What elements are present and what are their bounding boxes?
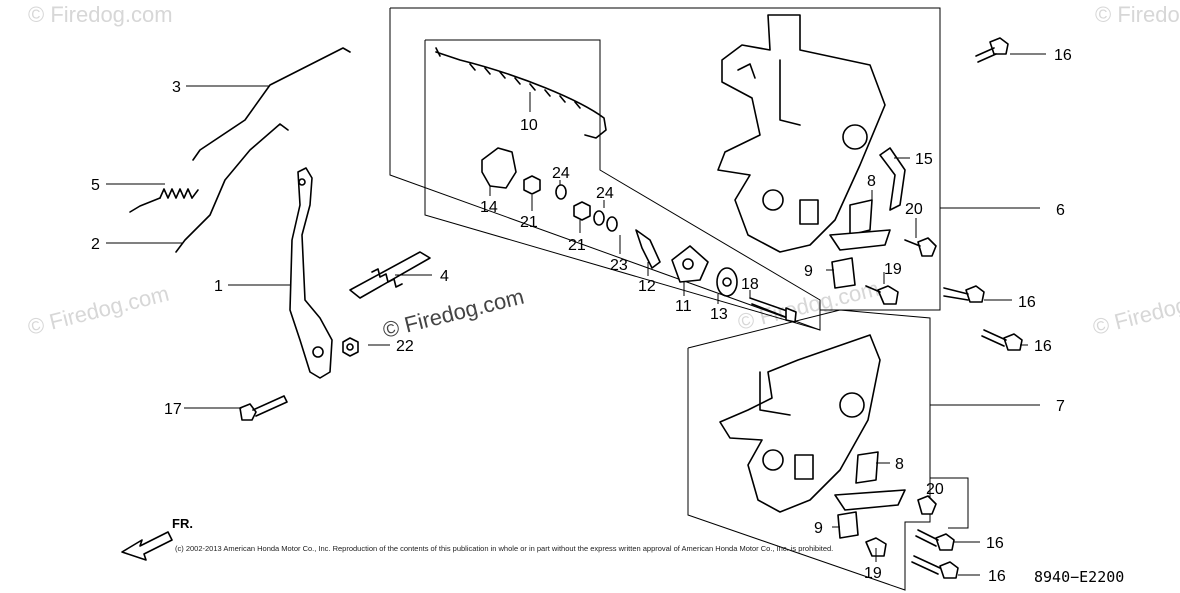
spring-part-5 — [129, 188, 199, 213]
callout-labels: 1 2 3 4 5 6 7 8 8 9 9 10 11 12 13 14 15 … — [91, 47, 1072, 585]
control-plate-part-6 — [717, 14, 886, 253]
callout-4: 4 — [440, 268, 449, 285]
copyright-notice: (c) 2002-2013 American Honda Motor Co., … — [175, 544, 833, 553]
callout-16-b: 16 — [1018, 294, 1036, 311]
watermark-mid-left: © Firedog.com — [25, 281, 171, 340]
control-plate-part-7 — [719, 334, 881, 513]
callout-16-c: 16 — [1034, 338, 1052, 355]
callout-8-lower: 8 — [895, 456, 904, 473]
callout-16-a: 16 — [1054, 47, 1072, 64]
watermark-center: © Firedog.com — [380, 284, 526, 343]
callout-9-upper: 9 — [804, 263, 813, 280]
spring-part-4 — [349, 251, 431, 299]
front-direction-label: FR. — [172, 516, 193, 531]
callout-7: 7 — [1056, 398, 1065, 415]
front-direction-arrow: FR. — [121, 516, 193, 561]
callout-10: 10 — [520, 117, 538, 134]
lever-part-1 — [289, 167, 333, 379]
rod-part-2 — [175, 123, 289, 253]
callout-3: 3 — [172, 79, 181, 96]
bolt-part-18 — [749, 297, 797, 323]
callout-17: 17 — [164, 401, 182, 418]
leader-lines — [106, 53, 1046, 576]
brackets-12-11-13 — [635, 229, 738, 297]
callout-12: 12 — [638, 278, 656, 295]
callout-16-e: 16 — [988, 568, 1006, 585]
callout-11: 11 — [675, 298, 692, 315]
callout-2: 2 — [91, 236, 100, 253]
callout-20-lower: 20 — [926, 481, 944, 498]
callout-21-b: 21 — [568, 237, 586, 254]
knob-part-14 — [481, 147, 517, 189]
callout-13: 13 — [710, 306, 728, 323]
callout-21-a: 21 — [520, 214, 538, 231]
callout-20-upper: 20 — [905, 201, 923, 218]
callout-24-a: 24 — [552, 165, 570, 182]
callout-19-upper: 19 — [884, 261, 902, 278]
nut-part-22 — [342, 337, 359, 357]
parts-8-9-19-20-lower — [834, 451, 937, 557]
watermark-mid-right: © Firedog.com — [1090, 281, 1180, 340]
nuts-and-washers — [523, 175, 618, 232]
frame-subassembly-inner — [424, 39, 821, 331]
bolt-part-17 — [239, 395, 288, 421]
callout-15: 15 — [915, 151, 933, 168]
callout-14: 14 — [480, 199, 498, 216]
callout-8-upper: 8 — [867, 173, 876, 190]
callout-5: 5 — [91, 177, 100, 194]
callout-23: 23 — [610, 257, 628, 274]
callout-24-b: 24 — [596, 185, 614, 202]
part-15 — [879, 147, 906, 211]
callout-16-d: 16 — [986, 535, 1004, 552]
callout-9-lower: 9 — [814, 520, 823, 537]
frame-assembly-7 — [687, 309, 931, 591]
parts-8-9-upper — [829, 199, 891, 289]
parts-20-19-upper — [865, 237, 937, 305]
callout-6: 6 — [1056, 202, 1065, 219]
watermark-top-right: © Firedog.com — [1095, 2, 1180, 27]
rod-part-3 — [192, 47, 351, 161]
cable-part-10 — [435, 47, 607, 139]
callout-22: 22 — [396, 338, 414, 355]
bolts-part-16 — [911, 37, 1023, 579]
diagram-code: 8940−E2200 — [1034, 568, 1124, 586]
callout-19-lower: 19 — [864, 565, 882, 582]
assembly-frames — [389, 7, 941, 591]
callout-1: 1 — [214, 278, 223, 295]
watermark-top-left: © Firedog.com — [28, 2, 173, 27]
callout-18: 18 — [741, 276, 759, 293]
